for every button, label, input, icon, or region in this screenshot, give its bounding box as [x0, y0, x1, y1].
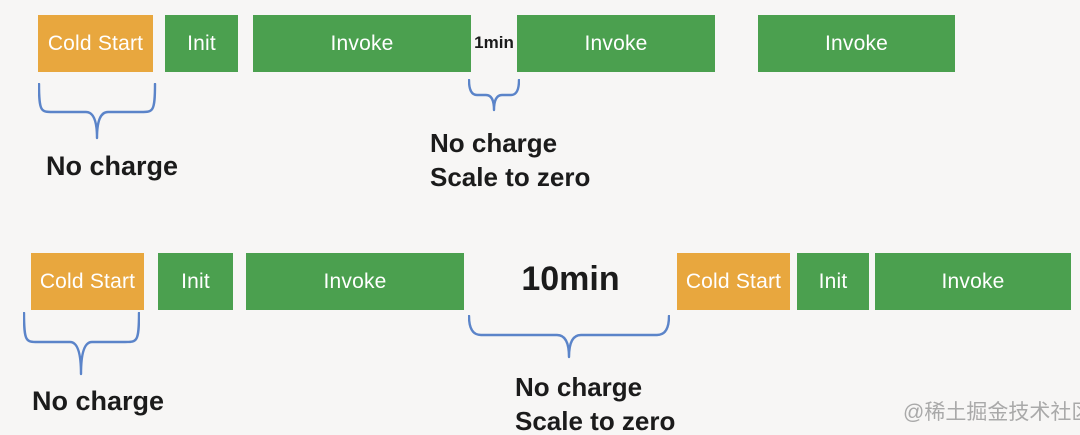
note-line: Scale to zero: [430, 162, 591, 192]
no-charge-note: No charge: [32, 386, 165, 416]
note-line: No charge: [430, 128, 558, 158]
cold-start-label: Cold Start: [685, 269, 782, 293]
curly-brace-icon: [23, 312, 140, 376]
invoke-label: Invoke: [824, 31, 889, 55]
note-line: Scale to zero: [515, 406, 676, 435]
invoke-label: Invoke: [330, 31, 394, 55]
cold-start-block: Cold Start: [677, 253, 790, 310]
invoke-label: Invoke: [941, 269, 1005, 293]
invoke-block: Invoke: [517, 15, 715, 72]
init-label: Init: [818, 269, 848, 293]
gap-duration-label: 1min: [474, 33, 514, 52]
invoke-label: Invoke: [584, 31, 648, 55]
invoke-block: Invoke: [758, 15, 955, 72]
cold-start-block: Cold Start: [38, 15, 153, 72]
curly-brace-icon: [38, 83, 157, 140]
curly-brace-icon: [468, 79, 520, 112]
invoke-block: Invoke: [253, 15, 471, 72]
cold-start-label: Cold Start: [39, 269, 136, 293]
init-block: Init: [797, 253, 869, 310]
init-block: Init: [165, 15, 238, 72]
cold-start-block: Cold Start: [31, 253, 144, 310]
invoke-block: Invoke: [246, 253, 464, 310]
init-block: Init: [158, 253, 233, 310]
watermark: @稀土掘金技术社区: [903, 401, 1080, 424]
init-label: Init: [187, 31, 216, 55]
invoke-block: Invoke: [875, 253, 1071, 310]
no-charge-note: No charge: [46, 151, 179, 181]
invoke-label: Invoke: [323, 269, 387, 293]
cold-start-label: Cold Start: [47, 31, 144, 55]
scale-to-zero-note: No charge Scale to zero: [430, 126, 590, 194]
curly-brace-icon: [468, 315, 670, 359]
scale-to-zero-note: No charge Scale to zero: [515, 370, 675, 435]
init-label: Init: [181, 269, 210, 293]
gap-duration-label: 10min: [521, 260, 620, 298]
note-line: No charge: [515, 372, 643, 402]
